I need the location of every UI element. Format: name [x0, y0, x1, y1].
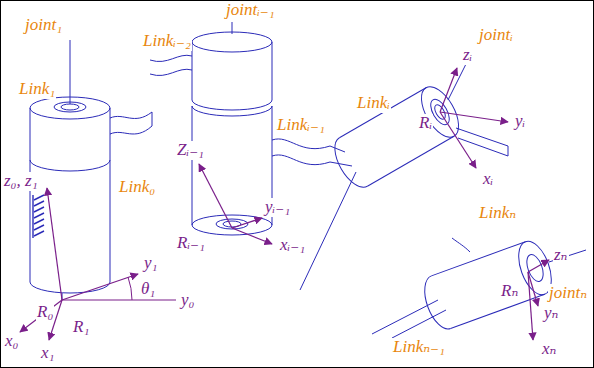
axis-label: xₙ: [541, 340, 557, 359]
frame-origin-label: R₀: [36, 303, 54, 322]
link-label: Linkₙ₋₁: [392, 338, 446, 357]
joint-label: jointᵢ: [478, 26, 514, 45]
link-label: Linkᵢ₋₂: [142, 32, 192, 51]
link-label: Linkᵢ: [356, 94, 391, 113]
joint-label: joint₁: [24, 16, 63, 35]
frame-n-axes: [528, 260, 549, 340]
frame-i-axes: [440, 68, 508, 168]
frame-origin-label: Rₙ: [500, 282, 519, 301]
axis-label: yᵢ₋₁: [264, 198, 291, 217]
frame-origin-label: R₁: [72, 318, 90, 337]
axis-label: zₙ: [553, 246, 569, 265]
joint-label: jointₙ: [548, 284, 588, 303]
link-label: Linkᵢ₋₁: [276, 116, 326, 135]
link-label: Link₀: [118, 178, 156, 197]
axis-label: xᵢ: [482, 170, 494, 189]
frame-origin-label: Rᵢ: [418, 114, 433, 133]
axis-label: yₙ: [543, 304, 559, 323]
axis-label: yᵢ: [514, 112, 526, 131]
link-i-cylinder: [300, 52, 508, 290]
axis-label: y₁: [143, 254, 158, 273]
joint-label: jointᵢ₋₁: [225, 1, 276, 20]
link-label: Link₁: [18, 80, 56, 99]
axis-label: z₀, z₁: [3, 172, 39, 191]
frame-i-minus-1-axes: [199, 164, 272, 244]
spring-hatch: [33, 195, 44, 238]
link-label: Linkₙ: [478, 204, 517, 223]
angle-label: θ₁: [140, 280, 156, 299]
axis-label: xᵢ₋₁: [279, 236, 306, 255]
axis-label: zᵢ: [462, 46, 473, 65]
axis-label: x₁: [40, 344, 55, 363]
frame-origin-label: Rᵢ₋₁: [176, 234, 206, 253]
axis-label: Zᵢ₋₁: [176, 141, 205, 160]
base-frame-axes: [20, 188, 176, 340]
link-i-minus-1-cylinder: [150, 22, 352, 235]
axis-label: y₀: [180, 291, 195, 310]
axis-label: x₀: [4, 332, 19, 351]
link-0-1-cylinder: [30, 40, 152, 300]
